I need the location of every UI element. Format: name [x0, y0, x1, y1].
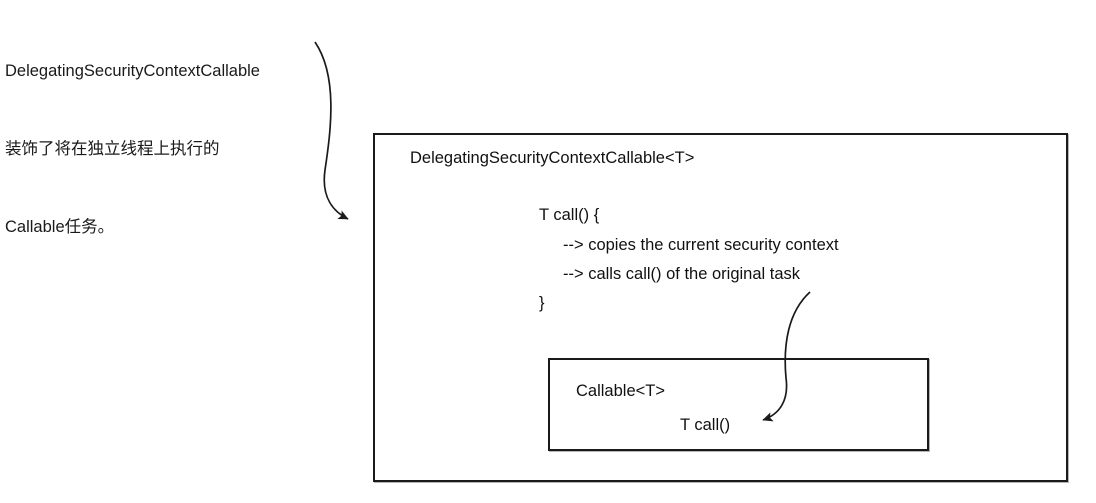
inner-box-title: Callable<T>	[576, 382, 665, 400]
code-line-calls-original-task: --> calls call() of the original task	[563, 265, 801, 283]
callable-box	[548, 358, 929, 451]
annotation-note: DelegatingSecurityContextCallable 装饰了将在独…	[5, 6, 365, 292]
annotation-line-3: Callable任务。	[5, 218, 115, 236]
inner-box-method: T call()	[680, 416, 731, 434]
code-line-call-open: T call() {	[539, 206, 600, 224]
code-line-copies-security-context: --> copies the current security context	[563, 236, 839, 254]
annotation-line-1: DelegatingSecurityContextCallable	[5, 62, 260, 80]
outer-box-title: DelegatingSecurityContextCallable<T>	[410, 149, 695, 167]
code-line-call-close: }	[539, 294, 545, 312]
annotation-line-2: 装饰了将在独立线程上执行的	[5, 140, 220, 158]
